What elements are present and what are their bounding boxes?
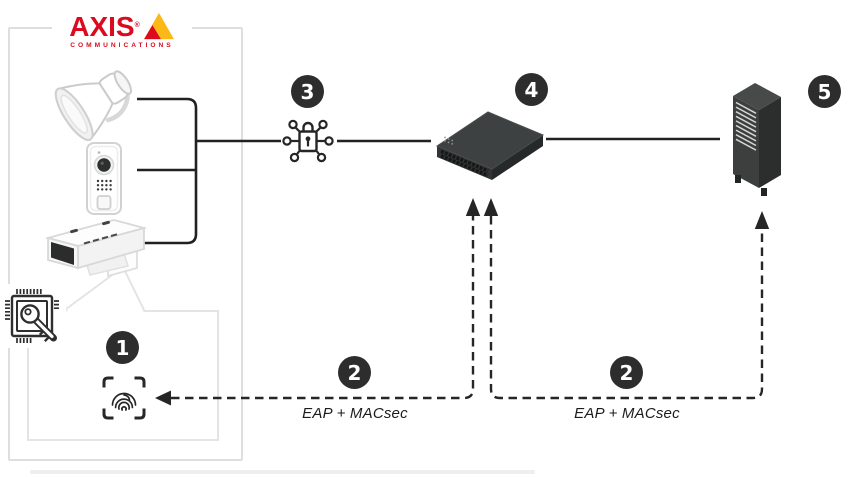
- server-tower-illustration: [733, 83, 781, 196]
- switch-ports: [440, 149, 489, 178]
- axis-logo-row: AXIS®: [52, 10, 192, 42]
- arrowhead-to-switch-b: [483, 198, 499, 216]
- bottom-edge-divider: [30, 470, 535, 474]
- network-switch-illustration: [435, 111, 545, 180]
- dashed-flow-arrows: [171, 216, 764, 400]
- step-badge-3: 3: [291, 75, 324, 108]
- step-badge-4: 4: [515, 73, 548, 106]
- server-vents: [735, 101, 757, 151]
- step-badge-2-right: 2: [610, 356, 643, 389]
- eap-macsec-label-right: EAP + MACsec: [574, 405, 680, 422]
- door-station-illustration: [86, 142, 122, 215]
- padlock-network-icon: [282, 119, 334, 163]
- fingerprint-frame-icon: [102, 376, 146, 420]
- step-badge-2-left: 2: [338, 356, 371, 389]
- axis-logo-text: AXIS®: [69, 11, 140, 42]
- registered-mark: ®: [134, 22, 140, 29]
- axis-logo-subtitle: COMMUNICATIONS: [70, 42, 174, 49]
- axis-logo-triangle-icon: [143, 12, 174, 40]
- box-camera-illustration: [44, 219, 148, 278]
- eap-macsec-label-left: EAP + MACsec: [302, 405, 408, 422]
- speaker-grille: [96, 179, 112, 191]
- arrowhead-to-switch-a: [465, 198, 481, 216]
- axis-logo: AXIS® COMMUNICATIONS: [52, 8, 192, 49]
- camera-lens: [51, 242, 74, 265]
- step-badge-1: 1: [106, 331, 139, 364]
- horn-speaker-illustration: [54, 70, 133, 141]
- switch-leds: [444, 136, 454, 145]
- step-badge-5: 5: [808, 75, 841, 108]
- arrowhead-to-server: [754, 211, 770, 229]
- chip-key-icon: [4, 284, 66, 348]
